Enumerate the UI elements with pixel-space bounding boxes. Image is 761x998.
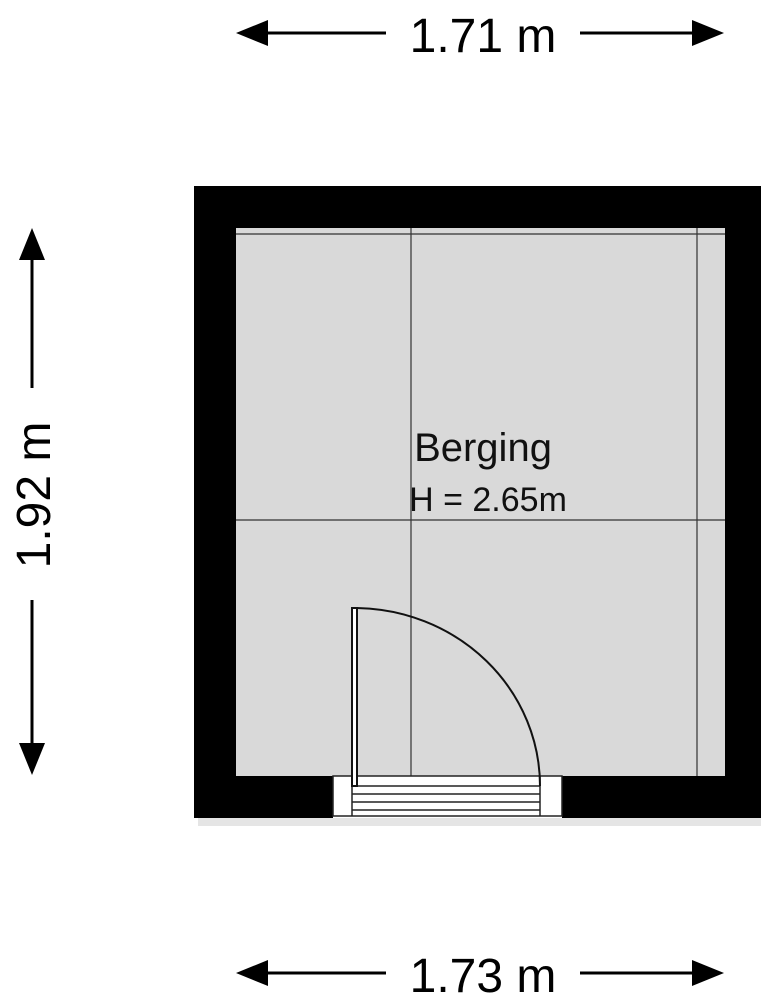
top-width-label: 1.71 m <box>410 10 557 63</box>
left-bottom-arrow-icon <box>19 743 45 775</box>
left-dimension: 1.92 m <box>8 228 61 775</box>
door-swing-arc <box>356 607 541 787</box>
bottom-width-label: 1.73 m <box>410 950 557 998</box>
door-opening <box>333 776 562 818</box>
top-dimension: 1.71 m <box>236 10 724 63</box>
room-floor <box>236 228 725 776</box>
room-name: Berging <box>414 426 552 470</box>
door <box>351 607 541 787</box>
bottom-left-arrow-icon <box>236 960 268 986</box>
top-left-arrow-icon <box>236 20 268 46</box>
floor-grid <box>236 228 725 776</box>
threshold-outline <box>332 775 563 817</box>
bottom-right-arrow-icon <box>692 960 724 986</box>
door-leaf <box>351 607 358 787</box>
left-height-label: 1.92 m <box>8 422 61 569</box>
bottom-dimension: 1.73 m <box>236 950 724 998</box>
room-height: H = 2.65m <box>409 481 567 519</box>
left-top-arrow-icon <box>19 228 45 260</box>
top-right-arrow-icon <box>692 20 724 46</box>
